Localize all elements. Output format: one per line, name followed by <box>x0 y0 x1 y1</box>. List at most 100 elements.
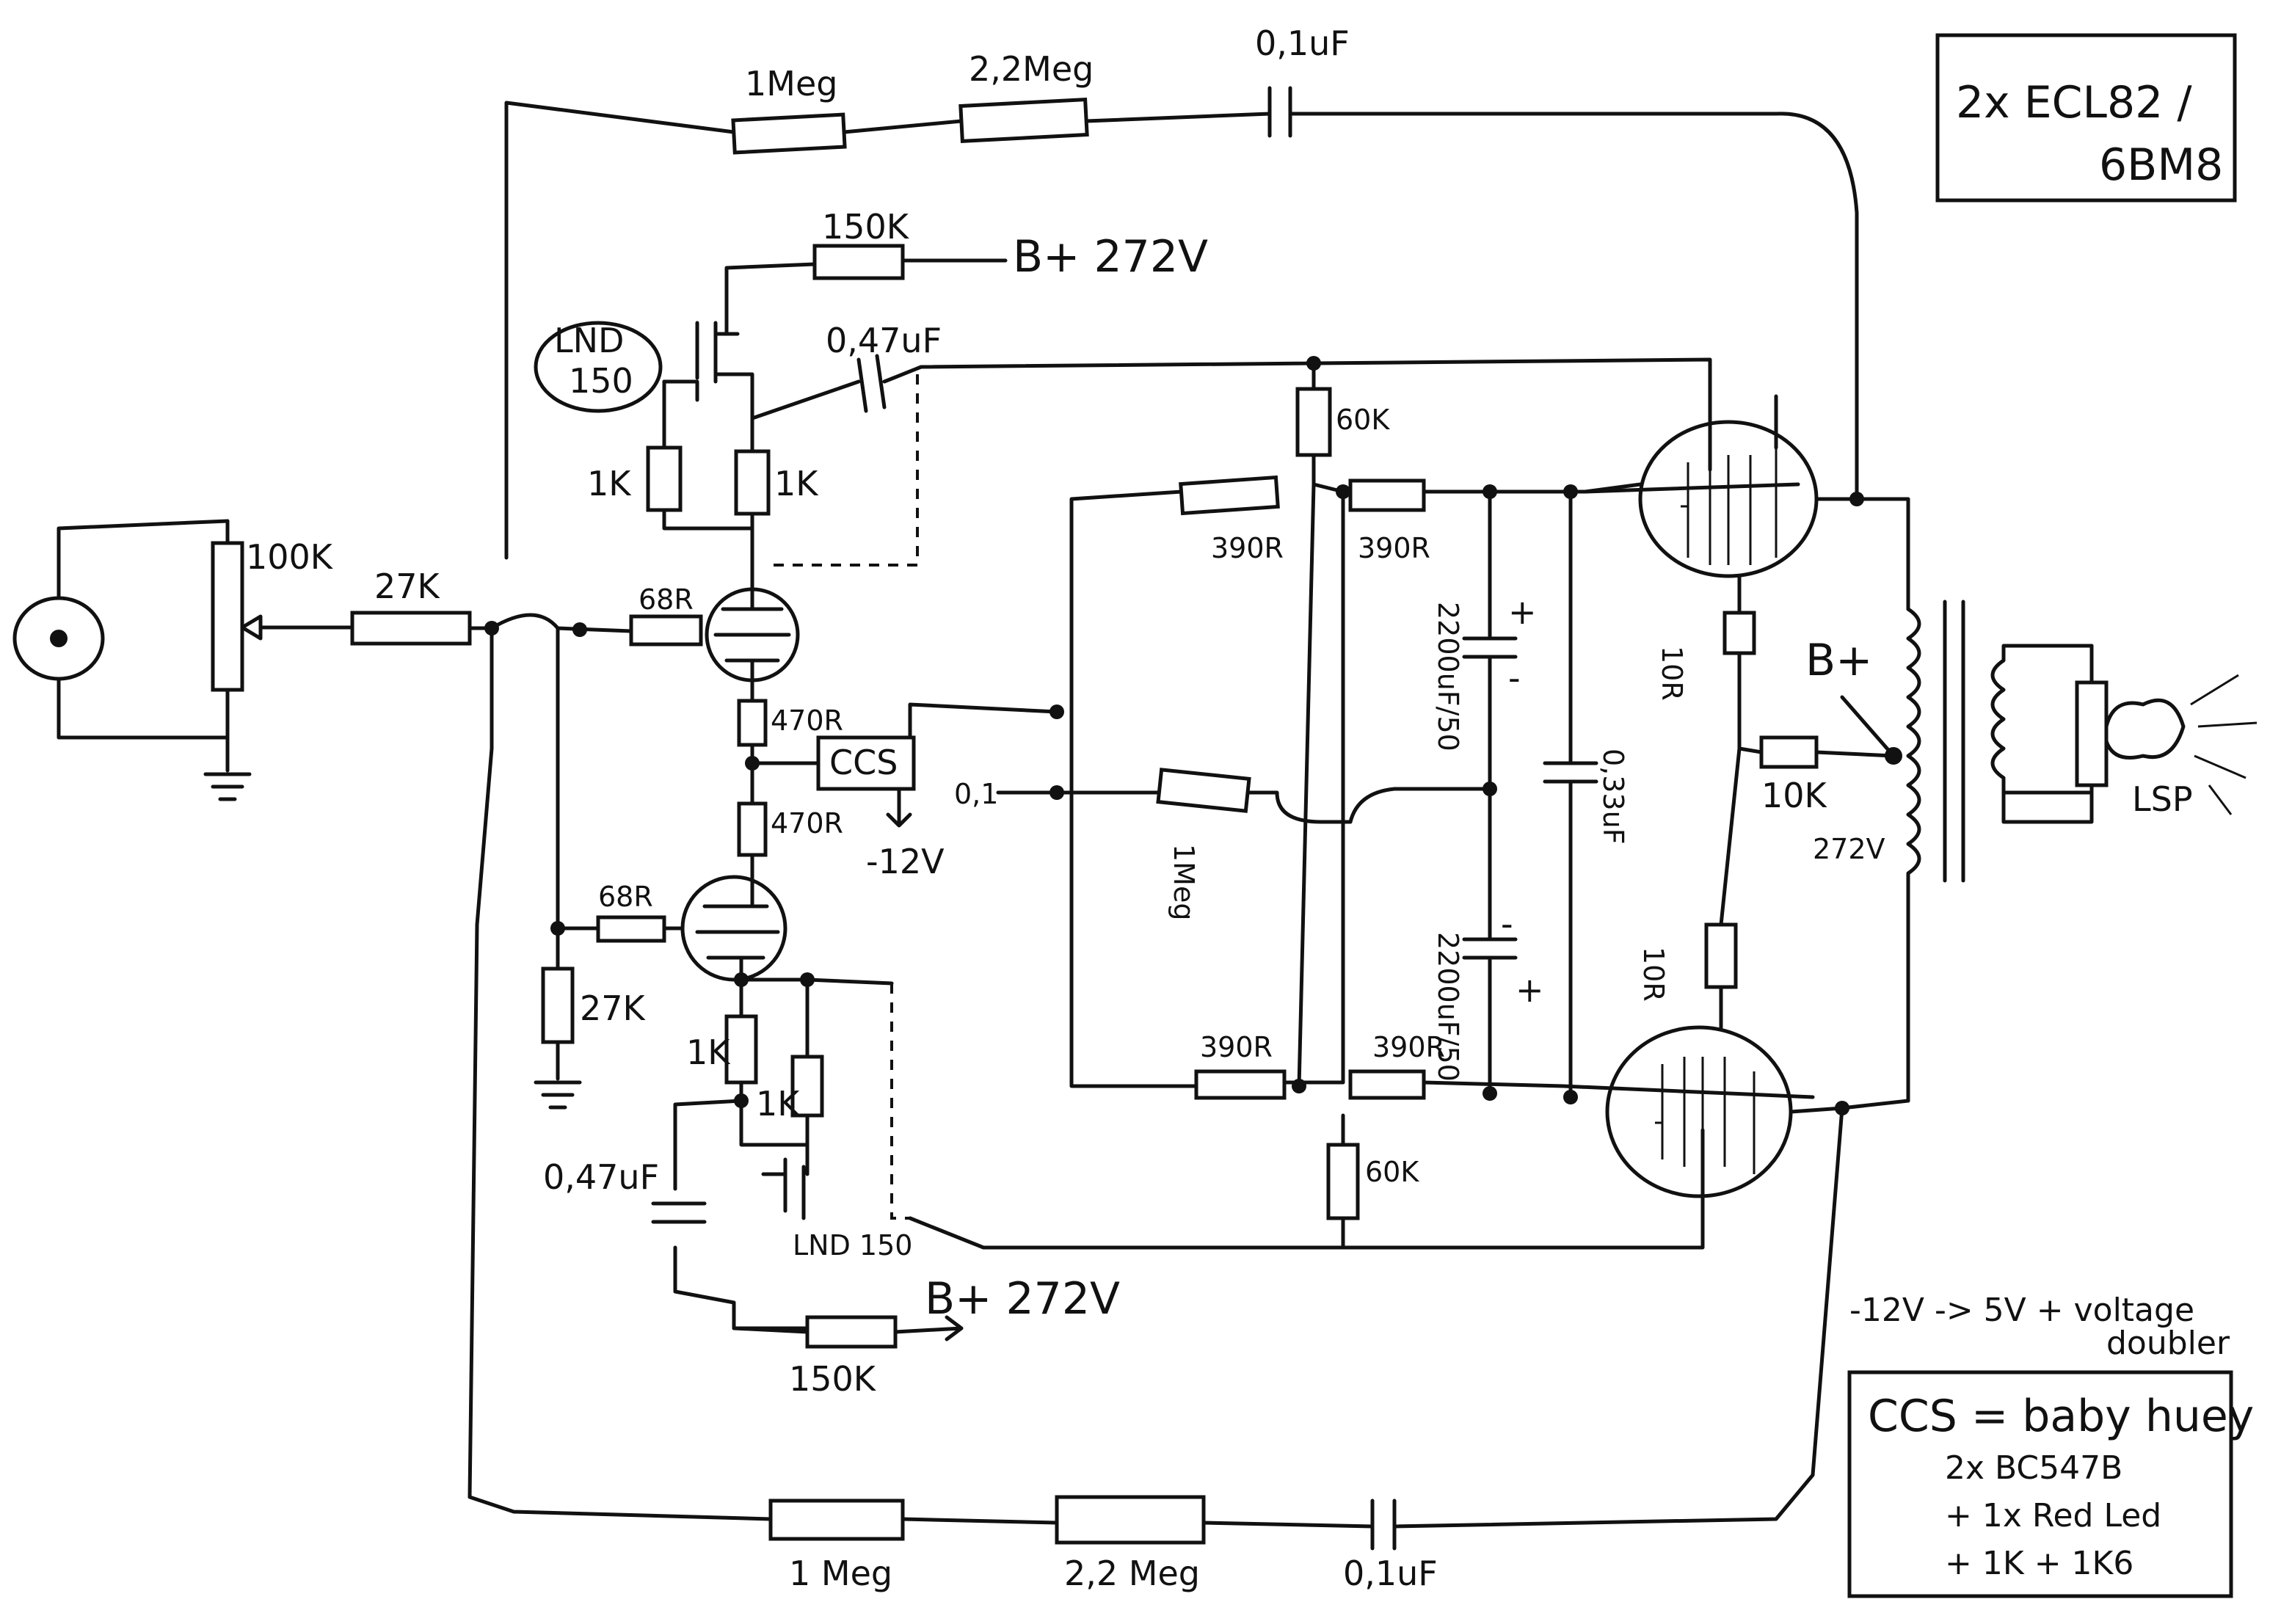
resistor-22meg-bot <box>1055 1495 1206 1545</box>
label-390r-4: 390R <box>1372 1031 1445 1063</box>
capacitor-047uf-top <box>750 354 1712 472</box>
label-470r-bot: 470R <box>771 807 843 840</box>
bplus-top-wire <box>724 258 1008 336</box>
speaker-icon <box>2104 698 2186 760</box>
resistor-1meg-mid <box>1156 768 1251 813</box>
note-ccs-line2: + 1x Red Led <box>1945 1497 2161 1534</box>
label-pot-100k: 100K <box>246 537 334 577</box>
label-10r-bot: 10R <box>1637 947 1670 1002</box>
input-jack-center <box>50 630 68 647</box>
pot-wiper-icon <box>240 614 263 641</box>
label-1k-b: 1K <box>774 464 819 503</box>
note-supply-2: doubler <box>2106 1325 2230 1362</box>
hatched-wire <box>771 374 919 567</box>
bplus-out-wire <box>1840 695 1896 758</box>
label-60k-bot: 60K <box>1365 1156 1419 1188</box>
label-1k-d: 1K <box>756 1084 801 1124</box>
label-470r-top: 470R <box>771 704 843 737</box>
label-390r-3: 390R <box>1200 1031 1273 1063</box>
hatched-wire-bot <box>890 983 910 1220</box>
mid-rail-wire <box>996 787 1492 824</box>
ccs-box <box>816 735 916 791</box>
input-wire <box>57 519 230 740</box>
label-ccs: CCS <box>829 743 898 782</box>
note-ccs-line1: 2x BC547B <box>1945 1449 2122 1487</box>
crossover-input <box>490 613 633 633</box>
resistor-1meg-bot <box>768 1499 905 1541</box>
label-lnd150-top-2: 150 <box>569 361 633 401</box>
junction-lower-1 <box>734 972 749 987</box>
feedback-wire-top <box>504 101 1859 501</box>
pentode-top-elements <box>1681 448 1778 565</box>
note-ccs-line3: + 1K + 1K6 <box>1945 1545 2133 1582</box>
speaker-coil <box>2075 680 2109 787</box>
label-68r-top: 68R <box>639 583 694 616</box>
label-1meg-bot: 1 Meg <box>789 1554 892 1593</box>
resistor-150k-bot <box>805 1315 898 1349</box>
label-390r-1: 390R <box>1211 532 1284 564</box>
junction-bias-2 <box>1336 484 1350 499</box>
note-supply-1: -12V -> 5V + voltage <box>1849 1292 2194 1329</box>
resistor-470r-top <box>737 699 768 747</box>
speaker-wires <box>2001 644 2094 824</box>
label-lsp: LSP <box>2132 779 2193 819</box>
sound-waves-icon <box>2190 674 2258 815</box>
note-ccs-box <box>1847 1370 2233 1598</box>
label-1k-c: 1K <box>686 1033 731 1072</box>
label-lnd150-bot: LND 150 <box>793 1229 912 1261</box>
triode-top-elements <box>713 570 791 703</box>
wire-1k-pair <box>662 379 754 575</box>
capacitor-01uf-top <box>1267 86 1292 138</box>
pentode-bot-wires <box>1719 878 1910 1114</box>
bplus-bot-wire <box>732 1315 964 1341</box>
screen-wires <box>1719 596 1896 1030</box>
triode-bot <box>680 875 787 982</box>
capacitor-047uf-bot <box>651 1201 707 1224</box>
label-bplus-top: B+ 272V <box>1013 231 1208 283</box>
label-10k: 10K <box>1761 776 1828 815</box>
plus-2200uf-top: + <box>1508 592 1537 632</box>
resistor-10k <box>1759 735 1819 769</box>
resistor-1k-b <box>734 449 771 516</box>
junction-bias-5 <box>1049 704 1064 719</box>
label-1k-a: 1K <box>587 464 632 503</box>
label-033uf: 0,33uF <box>1597 749 1629 845</box>
junction-ccs <box>745 756 760 771</box>
capacitor-01uf-bot <box>1370 1499 1397 1551</box>
plus-2200uf-bot: + <box>1516 970 1544 1010</box>
minus-2200uf-top: - <box>1508 658 1521 698</box>
label-60k-top: 60K <box>1336 404 1390 436</box>
minus-2200uf-bot: - <box>1501 904 1513 944</box>
label-10r-top: 10R <box>1656 646 1688 701</box>
potentiometer-100k <box>211 541 244 692</box>
label-bplus-out: B+ <box>1805 635 1872 686</box>
resistor-1k-d <box>790 1055 824 1118</box>
label-22meg-bot: 2,2 Meg <box>1064 1554 1200 1593</box>
resistor-1meg-top <box>731 112 847 155</box>
resistor-60k-bot <box>1326 1143 1360 1220</box>
label-lnd150-top-1: LND <box>554 321 624 360</box>
cathode-wires <box>750 743 821 809</box>
note-ccs-title: CCS = baby huey <box>1868 1391 2254 1442</box>
lnd150-bot-fet <box>761 1157 806 1220</box>
label-22meg-top: 2,2Meg <box>969 49 1094 89</box>
transformer-core <box>1943 600 1965 883</box>
resistor-27k-gnd <box>541 966 575 1044</box>
label-27k-gnd: 27K <box>580 988 647 1028</box>
label-1meg-top: 1Meg <box>745 64 837 103</box>
lnd150-top-circle <box>534 321 663 413</box>
cap-column-wires <box>1488 489 1573 1099</box>
label-27k-input: 27K <box>374 567 441 606</box>
label-01uf-bot: 0,1uF <box>1343 1554 1438 1593</box>
ccs-to-minus12 <box>886 702 1059 828</box>
junction-lower-2 <box>800 972 815 987</box>
junction-plate-bot <box>1835 1101 1849 1115</box>
resistor-470r-bot <box>737 801 768 857</box>
label-390r-2: 390R <box>1358 532 1430 564</box>
ground-symbol-grid <box>534 1080 582 1110</box>
title-tube-line1: 2x ECL82 / <box>1956 77 2192 128</box>
label-047uf-bot: 0,47uF <box>543 1157 659 1197</box>
label-1meg-mid: 1Meg <box>1168 844 1200 920</box>
triode-bot-elements <box>695 853 780 1015</box>
